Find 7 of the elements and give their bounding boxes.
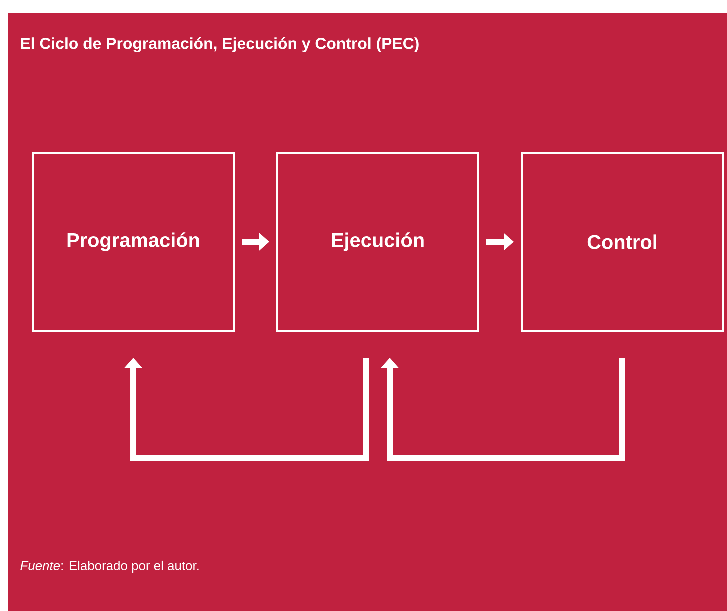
- title: El Ciclo de Programación, Ejecución y Control (PEC): [21, 37, 419, 53]
- process-box: Ejecución: [276, 152, 480, 332]
- arrow: [381, 358, 626, 461]
- process-box: Control: [521, 152, 724, 332]
- process-box: Programación: [32, 152, 235, 332]
- arrow: [124, 358, 369, 461]
- source-note: Fuente: Elaborado por el autor.: [20, 560, 199, 574]
